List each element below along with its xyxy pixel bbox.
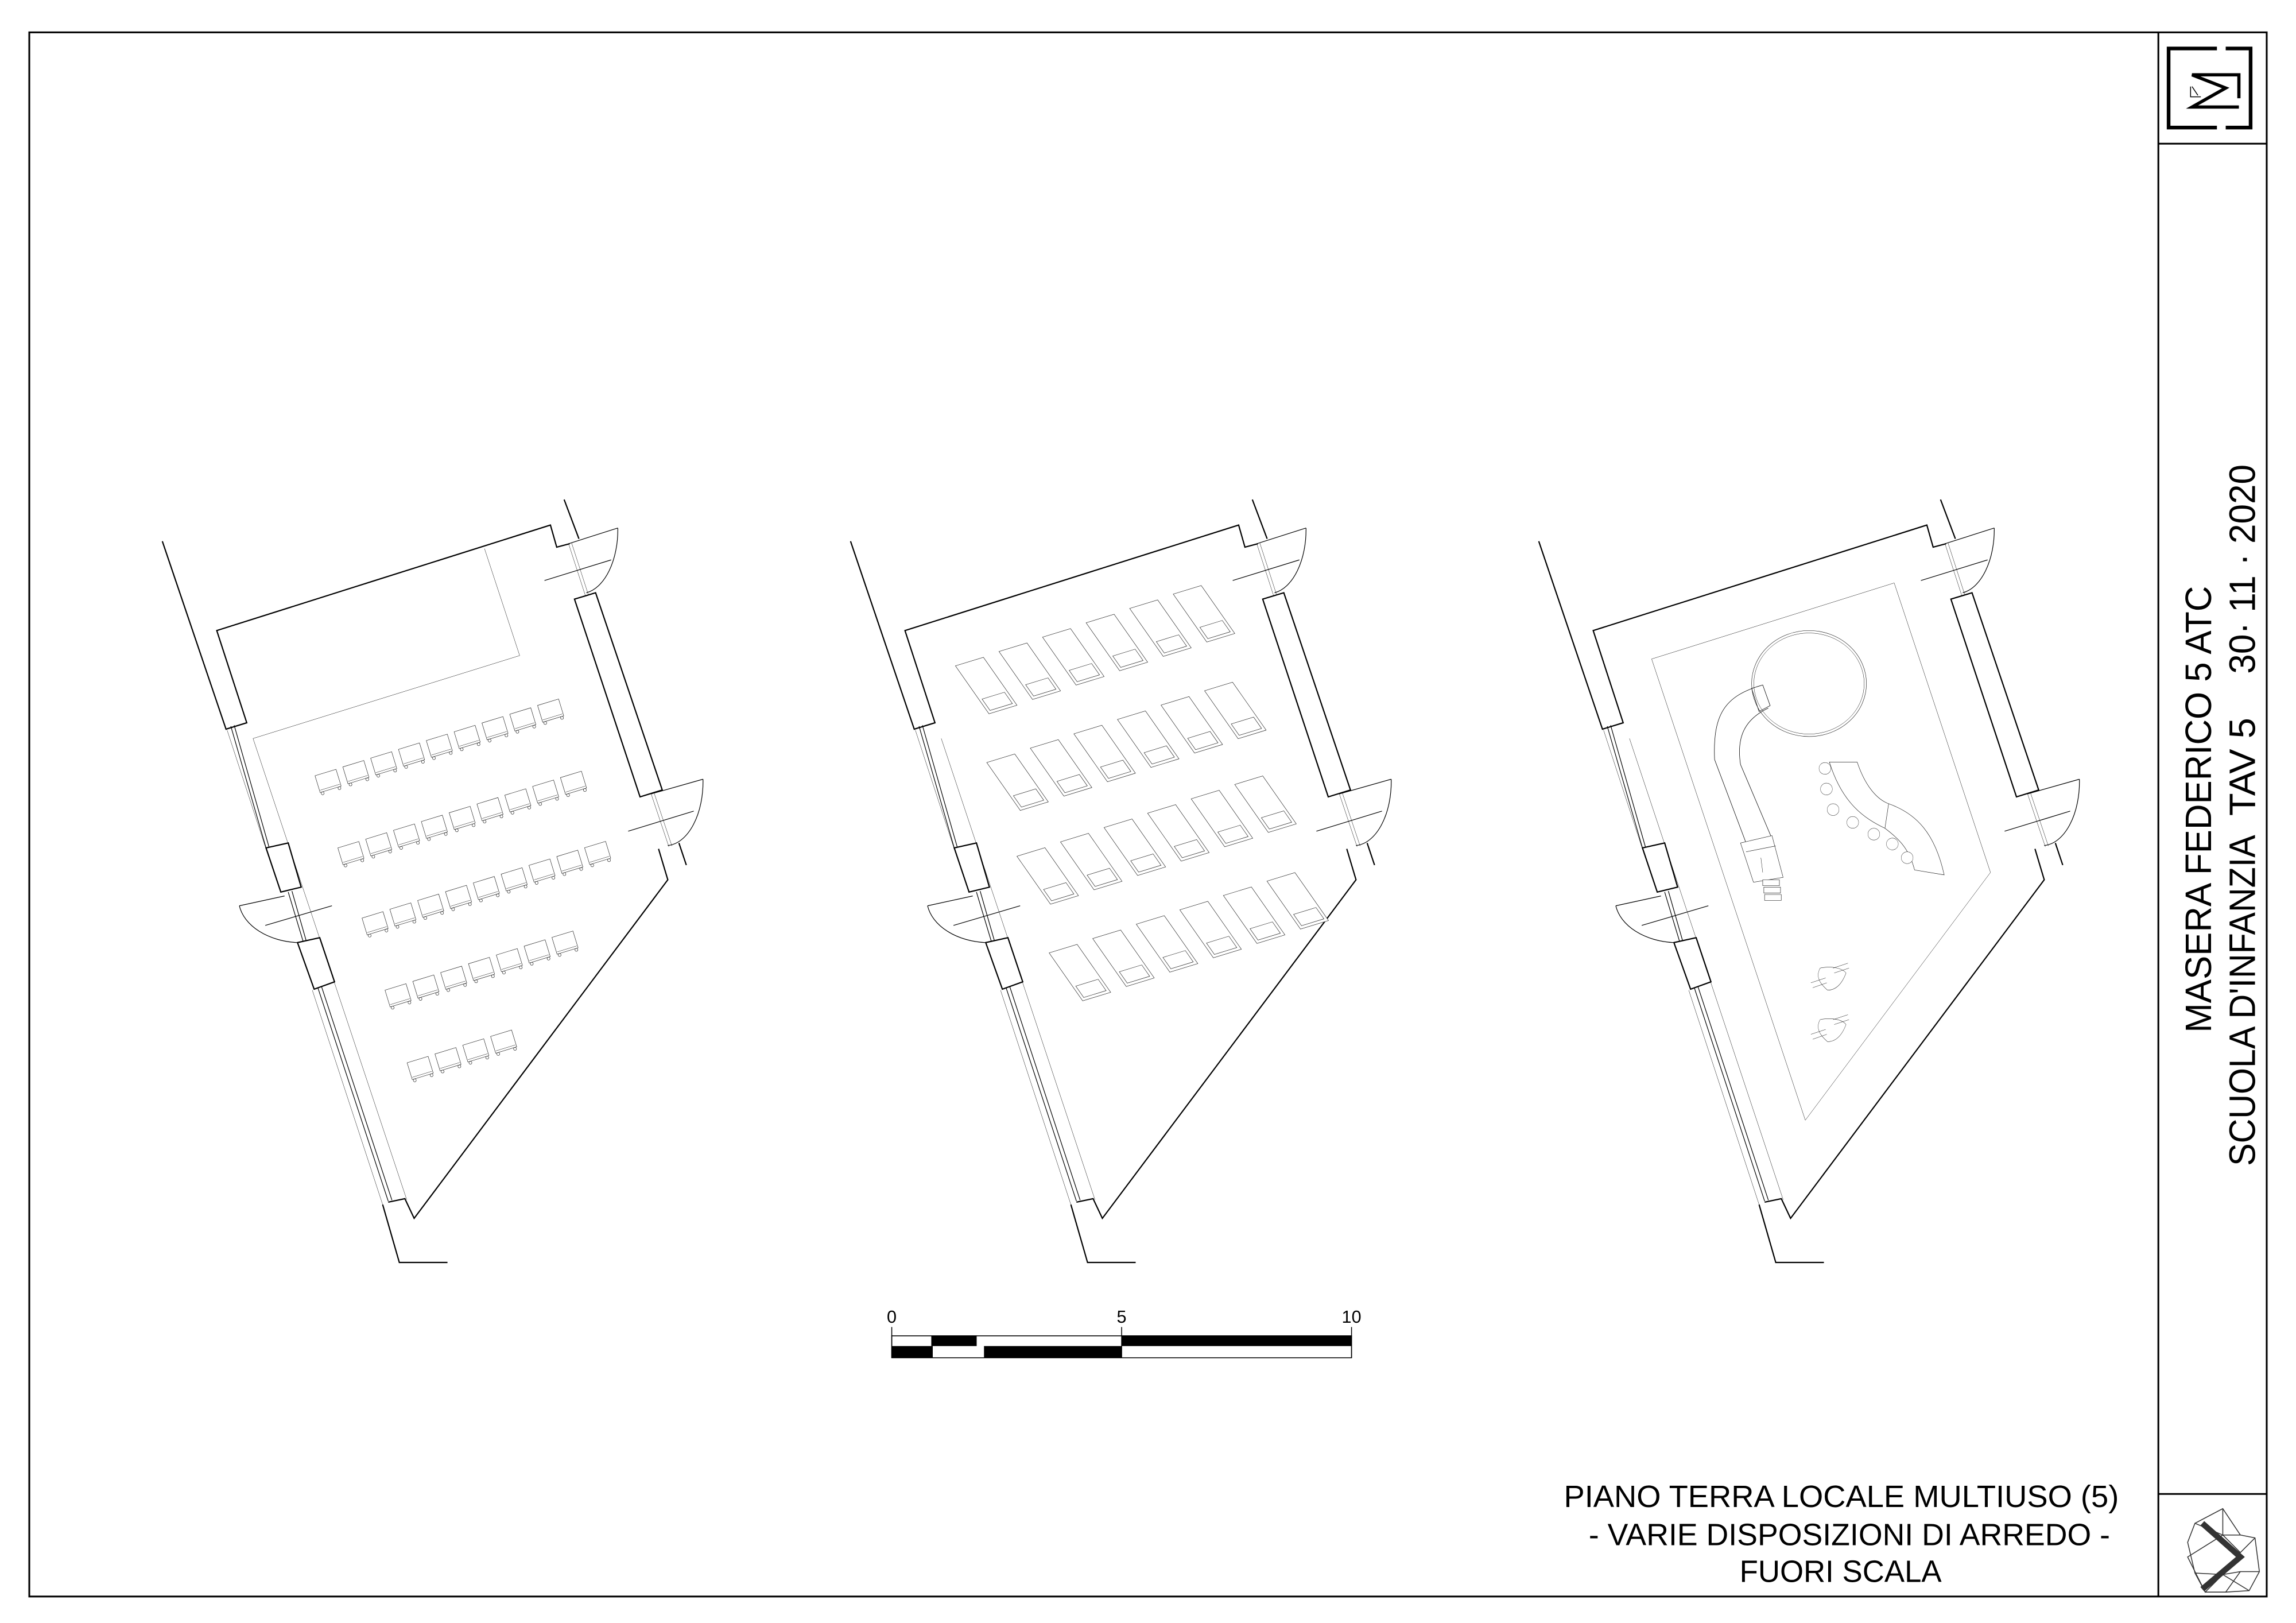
chair [533,780,560,806]
play-mat [1651,583,1990,1120]
chair [491,1030,518,1056]
cot [1074,725,1135,781]
floor-plan-auditorium [161,499,704,1263]
chair [421,815,448,841]
scale-label-5: 5 [1117,1307,1127,1327]
chair [552,931,579,957]
chair [557,850,584,876]
chair [426,734,453,760]
chair [407,1056,434,1082]
geodesic-logo-icon [2187,1508,2260,1593]
school-name: SCUOLA D'INFANZIA [2222,835,2263,1166]
cot [1205,682,1266,738]
chair [505,789,532,815]
scale-bar: 0 5 10 [887,1307,1362,1358]
cot [987,754,1048,810]
cot [1104,819,1165,876]
chair [338,842,365,867]
cot [1180,901,1241,958]
chair [454,725,481,751]
cot [1030,739,1092,796]
scale-label-10: 10 [1342,1307,1362,1327]
floor-plan-nap-room [850,499,1392,1263]
title-block: PIANO TERRA LOCALE MULTIUSO (5) - VARIE … [1564,1480,2119,1589]
cot [1137,916,1198,972]
cot [1223,887,1285,943]
sheet-frame [28,31,2268,1598]
drawing-date: 30· 11 · 2020 [2222,464,2263,674]
chair [445,885,472,911]
chair [394,824,421,850]
chair [560,771,587,797]
chair [477,797,504,823]
cot [1042,629,1104,685]
cot [1191,791,1252,847]
chair [441,966,468,992]
chair [584,842,611,867]
drawing-title: PIANO TERRA LOCALE MULTIUSO (5) [1564,1480,2119,1514]
play-slide [1715,685,1774,843]
chair [390,903,417,929]
chair [529,859,556,885]
chair [463,1039,490,1064]
cot [1118,711,1179,767]
cot [1235,776,1296,832]
chair [343,761,370,787]
chair [501,867,528,893]
cot [1061,834,1122,890]
chair [538,699,565,725]
chair [398,743,425,769]
chair [315,769,342,795]
chair [524,940,551,966]
rocking-toy [1811,963,1849,1042]
chair [497,948,523,974]
curved-bench [1829,762,1944,875]
cot [1049,944,1111,1001]
cot [1130,600,1191,656]
floor-plan-play-area [1538,499,2080,1263]
cot [1173,586,1235,642]
chair [474,877,501,902]
chair [366,832,393,858]
chair [418,894,445,920]
chair [449,807,476,832]
chair [510,708,537,734]
chair [385,983,412,1009]
chair [413,975,440,1001]
title-strip: MASERA FEDERICO 5 ATC SCUOLA D'INFANZIA … [2178,464,2263,1166]
sheet-number: TAV 5 [2222,718,2263,816]
chair [482,716,509,742]
chair [468,958,495,983]
cot [1086,614,1147,671]
studio-logo-icon [2166,47,2253,130]
cot [1161,696,1223,753]
play-ring [1752,630,1867,737]
scale-label-0: 0 [887,1307,897,1327]
cot [1267,873,1328,929]
chair [371,752,398,777]
project-name: MASERA FEDERICO 5 ATC [2178,586,2219,1033]
cot [1093,930,1154,986]
cot [1017,848,1079,904]
cot [955,657,1017,714]
cot [1147,805,1209,861]
drawing-subtitle: - VARIE DISPOSIZIONI DI ARREDO - [1589,1519,2110,1552]
chair [435,1048,462,1074]
cot [999,643,1060,699]
chair [362,912,389,938]
drawing-scale-note: FUORI SCALA [1740,1555,1942,1589]
